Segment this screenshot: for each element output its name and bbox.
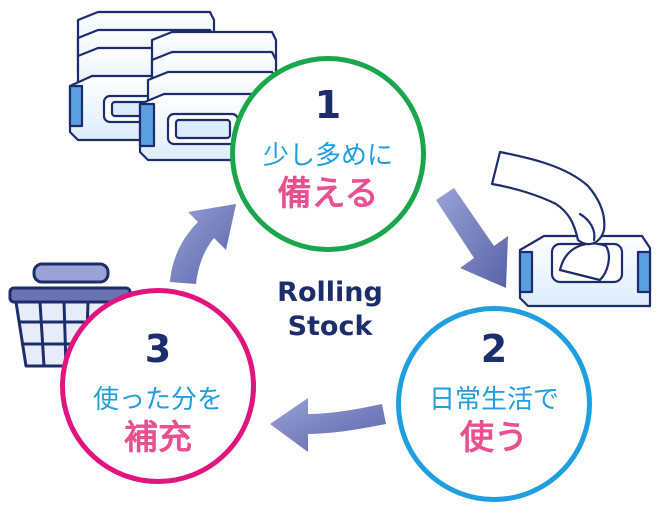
center-label: Rolling Stock <box>240 276 420 344</box>
step-3-text: 使った分を <box>92 385 223 415</box>
step-3-number: 3 <box>144 327 172 371</box>
step-3-circle: 3 使った分を 補充 <box>60 288 256 484</box>
wipe-package-stack-icon <box>68 10 278 162</box>
step-2-circle: 2 日常生活で 使う <box>396 306 592 502</box>
hand-pulling-wipe-icon <box>490 150 652 308</box>
step-1-text: 少し多めに <box>262 141 393 171</box>
step-1-circle: 1 少し多めに 備える <box>230 56 426 252</box>
step-1-emphasis: 備える <box>277 174 379 214</box>
step-2-emphasis: 使う <box>460 418 528 458</box>
step-2-number: 2 <box>480 327 508 371</box>
center-label-line2: Stock <box>287 311 373 342</box>
cycle-arrow-icon <box>170 188 508 452</box>
step-2-text: 日常生活で <box>428 385 559 415</box>
step-1-number: 1 <box>314 83 342 127</box>
step-3-emphasis: 補充 <box>124 418 192 458</box>
center-label-line1: Rolling <box>277 277 383 308</box>
